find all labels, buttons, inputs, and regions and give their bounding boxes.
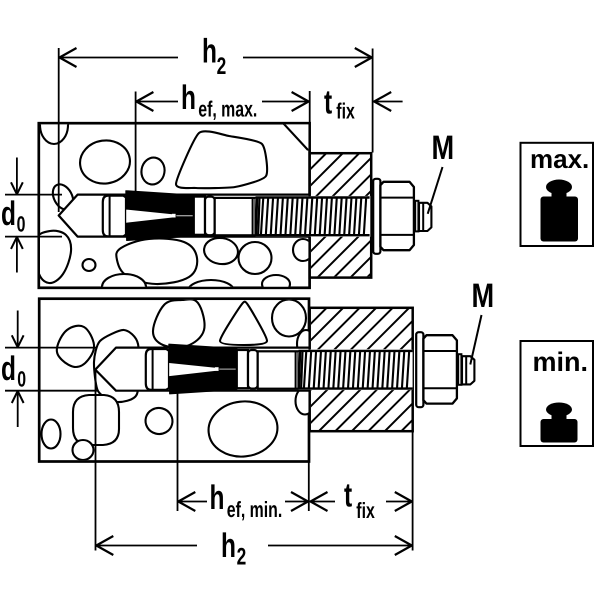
svg-text:M: M bbox=[432, 129, 455, 167]
svg-text:h: h bbox=[181, 79, 196, 117]
svg-text:h: h bbox=[202, 32, 217, 70]
svg-text:2: 2 bbox=[237, 544, 247, 571]
svg-text:fix: fix bbox=[356, 498, 375, 523]
svg-text:d: d bbox=[1, 350, 16, 388]
svg-text:t: t bbox=[324, 84, 332, 122]
svg-text:0: 0 bbox=[17, 367, 26, 392]
svg-text:h: h bbox=[210, 479, 225, 517]
svg-text:0: 0 bbox=[17, 212, 26, 237]
svg-text:t: t bbox=[344, 477, 352, 515]
svg-text:2: 2 bbox=[217, 53, 227, 80]
svg-text:fix: fix bbox=[336, 99, 355, 124]
svg-text:ef, max.: ef, max. bbox=[198, 97, 257, 122]
svg-text:d: d bbox=[1, 195, 16, 233]
svg-text:ef, min.: ef, min. bbox=[227, 497, 282, 522]
svg-text:M: M bbox=[472, 277, 495, 315]
svg-text:h: h bbox=[221, 527, 236, 565]
svg-text:max.: max. bbox=[530, 144, 589, 174]
svg-text:min.: min. bbox=[533, 347, 589, 377]
